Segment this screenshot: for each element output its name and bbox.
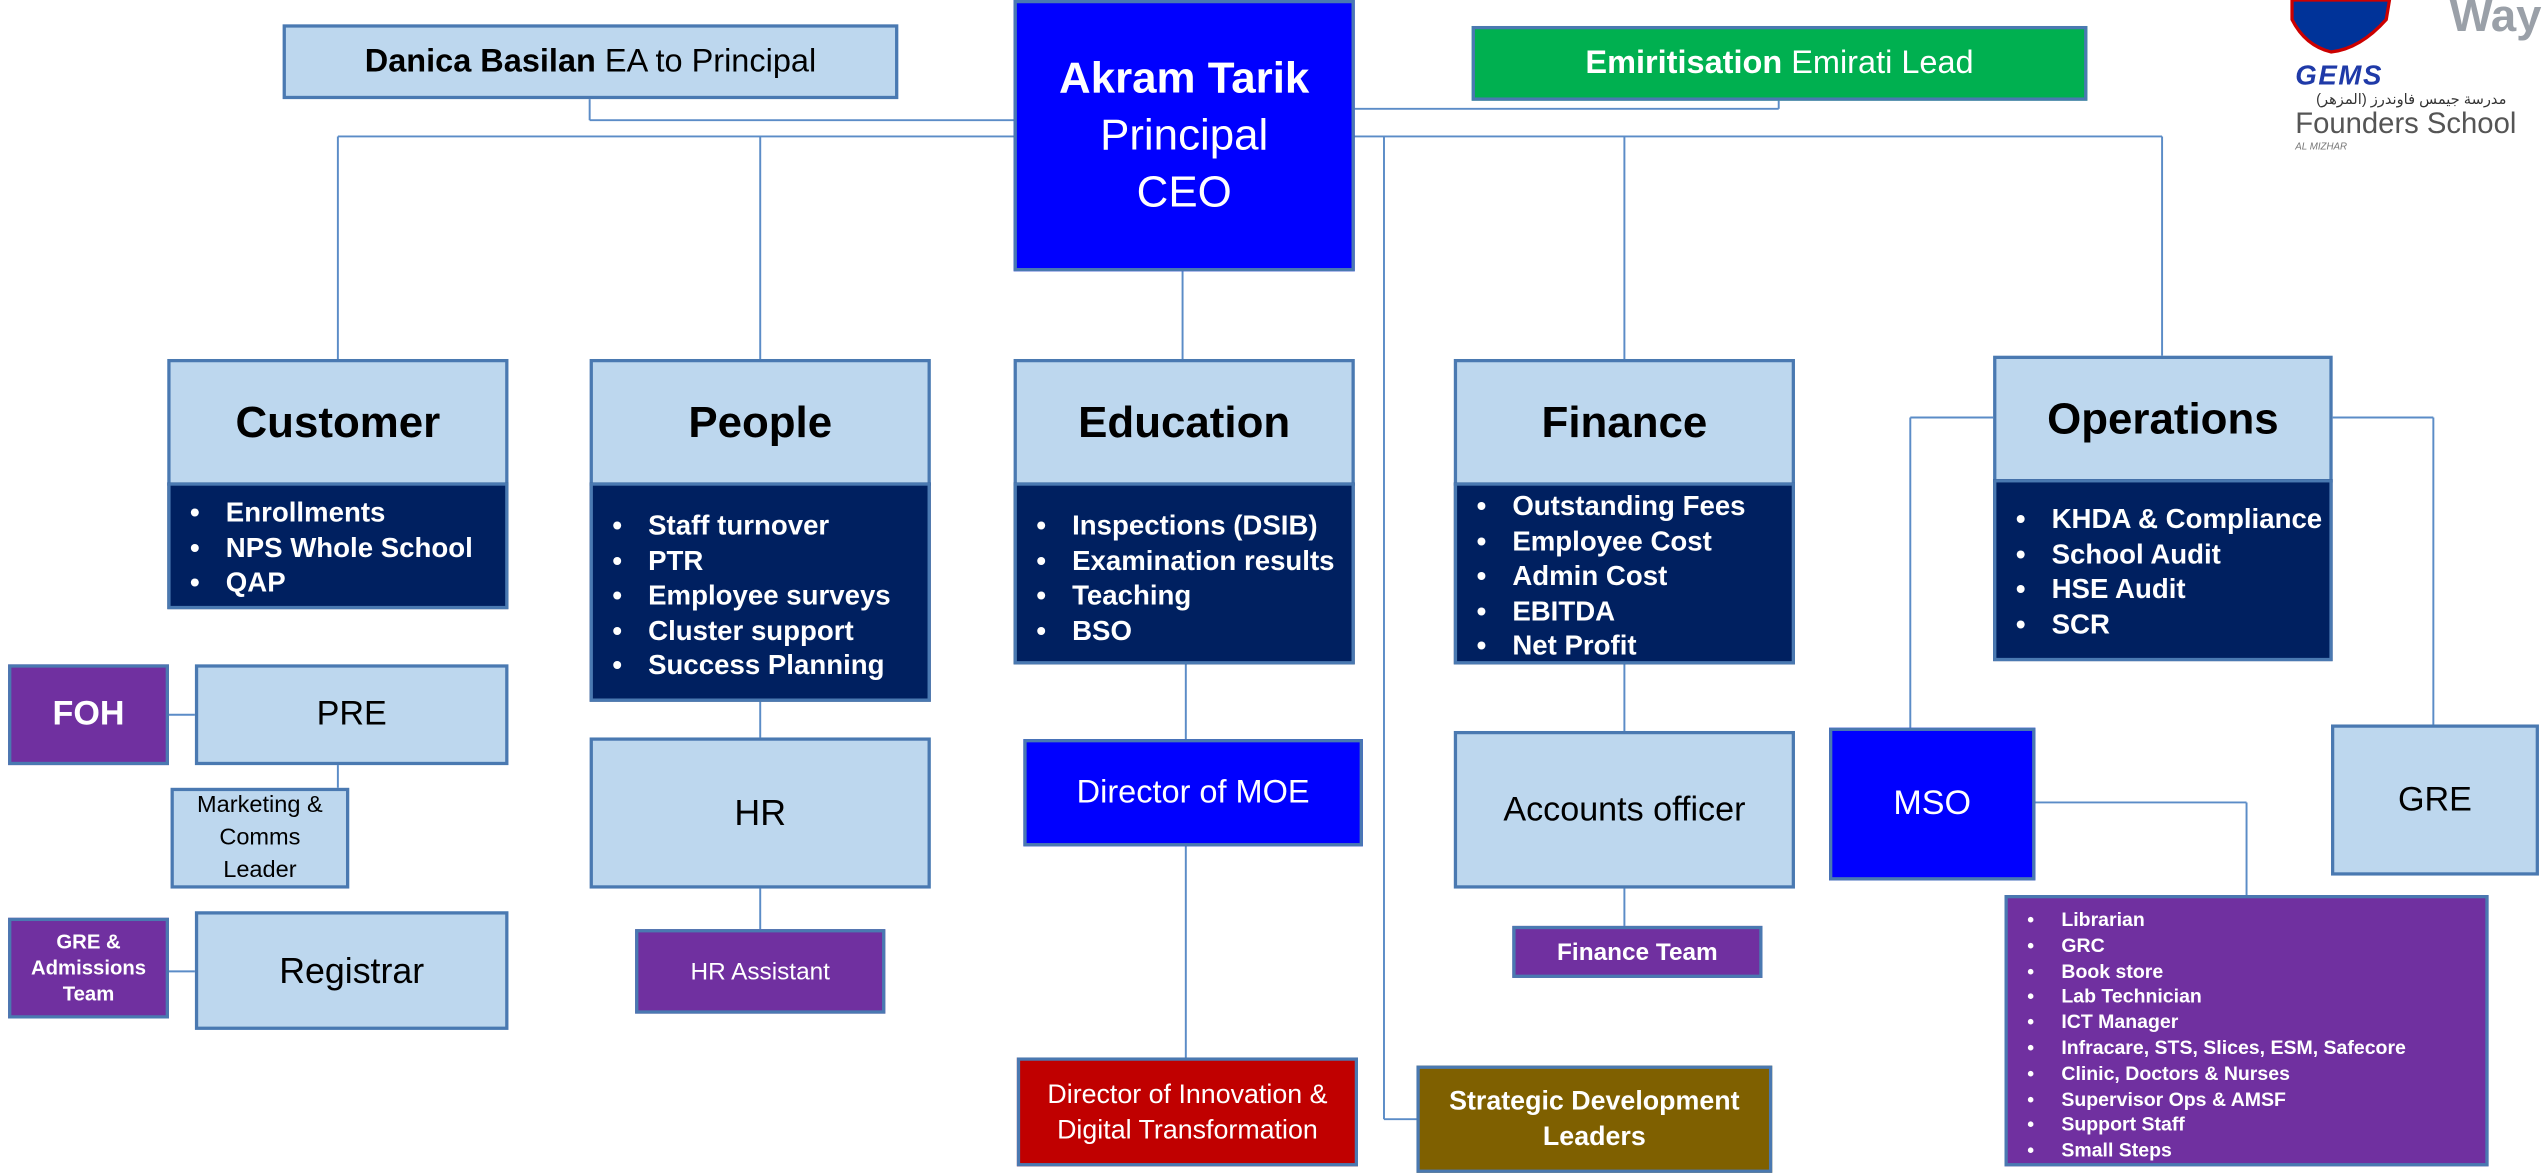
list-item: Cluster support xyxy=(612,614,927,649)
list-item: Enrollments xyxy=(190,495,505,530)
logo-campus-text: AL MIZHAR xyxy=(2295,142,2348,153)
operations-kpi-list: KHDA & Compliance School Audit HSE Audit… xyxy=(1993,479,2333,662)
list-item: Outstanding Fees xyxy=(1477,489,1791,524)
marketing-line-1: Marketing & xyxy=(197,792,323,819)
emiritisation-role: Emirati Lead xyxy=(1791,44,1974,81)
marketing-line-2: Comms xyxy=(219,825,301,852)
emiritisation-box: Emiritisation Emirati Lead xyxy=(1471,25,2088,101)
people-kpi-list: Staff turnover PTR Employee surveys Clus… xyxy=(589,482,931,702)
mso-team-list: Librarian GRC Book store Lab Technician … xyxy=(2004,895,2489,1167)
registrar-box: Registrar xyxy=(194,911,509,1030)
operations-title: Operations xyxy=(2047,393,2279,443)
school-logo: Way GEMS مدرسة جيمس فاوندرز (المزهر) Fou… xyxy=(2282,0,2547,162)
finance-title: Finance xyxy=(1541,397,1708,446)
gre-box: GRE xyxy=(2331,724,2539,876)
logo-brand-text: GEMS xyxy=(2295,60,2384,91)
shield-logo-icon xyxy=(2290,0,2392,54)
ceo-role: CEO xyxy=(1136,167,1232,217)
marketing-line-3: Leader xyxy=(223,857,297,884)
list-item: BSO xyxy=(1036,614,1351,649)
list-item: Admin Cost xyxy=(1477,559,1791,594)
logo-arabic-text: مدرسة جيمس فاوندرز (المزهر) xyxy=(2316,90,2507,108)
mso-label: MSO xyxy=(1893,784,1972,822)
foh-label: FOH xyxy=(52,695,125,733)
list-item: GRC xyxy=(2027,934,2485,960)
finance-team-box: Finance Team xyxy=(1512,925,1763,978)
list-item: Support Staff xyxy=(2027,1113,2485,1139)
director-innovation-line-2: Digital Transformation xyxy=(1057,1115,1318,1145)
list-item: QAP xyxy=(190,566,505,601)
education-header: Education xyxy=(1013,358,1355,486)
list-item: SCR xyxy=(2016,607,2330,642)
customer-kpi-list: Enrollments NPS Whole School QAP xyxy=(167,482,509,610)
pre-label: PRE xyxy=(316,695,387,733)
list-item: Employee Cost xyxy=(1477,524,1791,559)
list-item: Staff turnover xyxy=(612,508,927,543)
logo-way-text: Way xyxy=(2449,0,2542,41)
list-item: Infracare, STS, Slices, ESM, Safecore xyxy=(2027,1036,2485,1062)
gre-admissions-box: GRE & Admissions Team xyxy=(8,917,169,1019)
hr-assistant-box: HR Assistant xyxy=(635,929,886,1014)
list-item: Employee surveys xyxy=(612,579,927,614)
people-title: People xyxy=(688,397,833,446)
list-item: ICT Manager xyxy=(2027,1011,2485,1037)
list-item: Inspections (DSIB) xyxy=(1036,508,1351,543)
gre-admissions-line-1: GRE & xyxy=(56,930,121,954)
list-item: Lab Technician xyxy=(2027,985,2485,1011)
education-kpi-list: Inspections (DSIB) Examination results T… xyxy=(1013,482,1355,665)
list-item: EBITDA xyxy=(1477,594,1791,629)
list-item: Net Profit xyxy=(1477,629,1791,664)
ea-name: Danica Basilan xyxy=(364,43,596,79)
finance-kpi-list: Outstanding Fees Employee Cost Admin Cos… xyxy=(1453,482,1795,665)
operations-header: Operations xyxy=(1993,355,2333,483)
director-innovation-line-1: Director of Innovation & xyxy=(1047,1079,1328,1109)
principal-name: Akram Tarik xyxy=(1059,53,1310,103)
finance-team-label: Finance Team xyxy=(1557,938,1718,966)
education-title: Education xyxy=(1078,397,1291,446)
list-item: Clinic, Doctors & Nurses xyxy=(2027,1062,2485,1088)
gre-admissions-line-3: Team xyxy=(62,982,115,1006)
director-moe-label: Director of MOE xyxy=(1076,774,1310,810)
list-item: HSE Audit xyxy=(2016,572,2330,607)
emiritisation-name: Emiritisation xyxy=(1585,44,1783,81)
customer-title: Customer xyxy=(235,397,441,446)
mso-box: MSO xyxy=(1829,727,2036,881)
accounts-officer-box: Accounts officer xyxy=(1453,730,1795,889)
strategic-leaders-box: Strategic Development Leaders xyxy=(1416,1065,1773,1173)
list-item: Book store xyxy=(2027,959,2485,985)
list-item: PTR xyxy=(612,544,927,579)
principal-role: Principal xyxy=(1100,110,1269,160)
people-header: People xyxy=(589,358,931,486)
list-item: Success Planning xyxy=(612,649,927,684)
hr-box: HR xyxy=(589,737,931,889)
customer-header: Customer xyxy=(167,358,509,486)
list-item: Supervisor Ops & AMSF xyxy=(2027,1088,2485,1114)
accounts-officer-label: Accounts officer xyxy=(1503,790,1746,828)
principal-box: Akram Tarik Principal CEO xyxy=(1013,0,1355,272)
list-item: Examination results xyxy=(1036,544,1351,579)
list-item: School Audit xyxy=(2016,537,2330,572)
finance-header: Finance xyxy=(1453,358,1795,486)
director-moe-box: Director of MOE xyxy=(1023,739,1363,847)
pre-box: PRE xyxy=(194,664,509,766)
list-item: Teaching xyxy=(1036,579,1351,614)
list-item: NPS Whole School xyxy=(190,531,505,566)
ea-role: EA to Principal xyxy=(604,43,817,79)
gre-label: GRE xyxy=(2397,780,2472,818)
registrar-label: Registrar xyxy=(279,949,425,991)
marketing-box: Marketing & Comms Leader xyxy=(170,787,350,889)
logo-school-text: Founders School xyxy=(2295,107,2517,140)
ea-box: Danica Basilan EA to Principal xyxy=(282,24,899,100)
list-item: KHDA & Compliance xyxy=(2016,502,2330,537)
strategic-line-1: Strategic Development xyxy=(1449,1086,1740,1116)
hr-assistant-label: HR Assistant xyxy=(690,957,830,986)
list-item: Small Steps xyxy=(2027,1139,2485,1165)
director-innovation-box: Director of Innovation & Digital Transfo… xyxy=(1016,1057,1358,1167)
strategic-line-2: Leaders xyxy=(1542,1122,1646,1152)
gre-admissions-line-2: Admissions xyxy=(30,956,147,980)
foh-box: FOH xyxy=(8,664,169,766)
list-item: Librarian xyxy=(2027,908,2485,934)
hr-label: HR xyxy=(734,791,787,833)
